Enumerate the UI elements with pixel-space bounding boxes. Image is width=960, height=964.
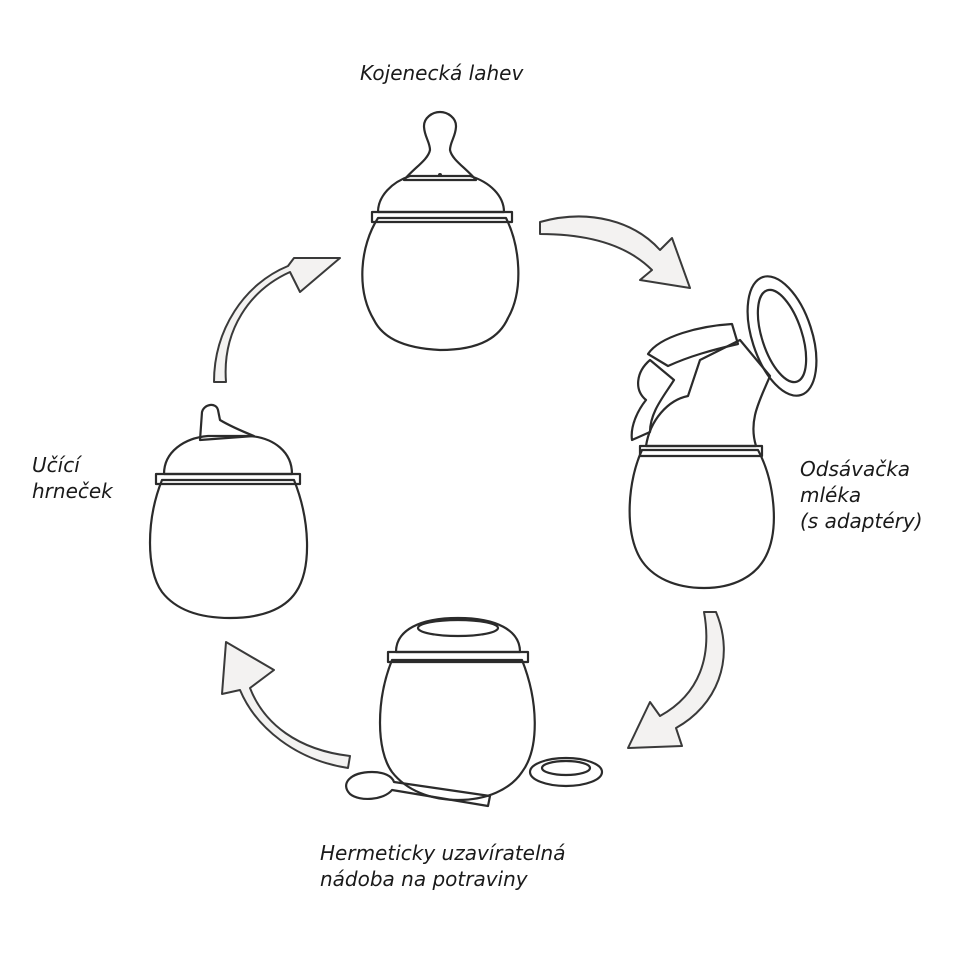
arrow-container-to-cup (221, 641, 351, 769)
label-line: (s adaptéry) (800, 509, 923, 533)
breast-pump-icon (628, 275, 818, 590)
arrow-bottle-to-pump (539, 215, 691, 289)
label-food-container: Hermeticky uzavíratelná nádoba na potrav… (320, 840, 565, 892)
spoon-icon (345, 770, 492, 808)
label-sippy-cup: Učící hrneček (32, 452, 113, 504)
cycle-arrow-icon (539, 215, 691, 289)
label-line: Učící (32, 453, 80, 477)
cycle-arrow-icon (221, 641, 351, 769)
dot-pattern (399, 675, 515, 792)
label-line: Kojenecká lahev (360, 61, 524, 85)
lid-icon (528, 756, 604, 788)
label-line: mléka (800, 483, 862, 507)
sippy-cup-icon (148, 403, 309, 620)
label-line: hrneček (32, 479, 113, 503)
cycle-arrow-icon (213, 257, 341, 383)
cycle-arrow-icon (627, 611, 725, 749)
label-baby-bottle: Kojenecká lahev (360, 60, 523, 86)
arrow-cup-to-bottle (213, 257, 341, 383)
food-container-icon (378, 616, 536, 802)
label-breast-pump: Odsávačka mléka (s adaptéry) (800, 456, 923, 534)
label-line: Hermeticky uzavíratelná (320, 841, 566, 865)
label-line: nádoba na potraviny (320, 867, 528, 891)
arrow-pump-to-container (627, 611, 725, 749)
baby-bottle-icon (361, 110, 520, 352)
label-line: Odsávačka (800, 457, 911, 481)
